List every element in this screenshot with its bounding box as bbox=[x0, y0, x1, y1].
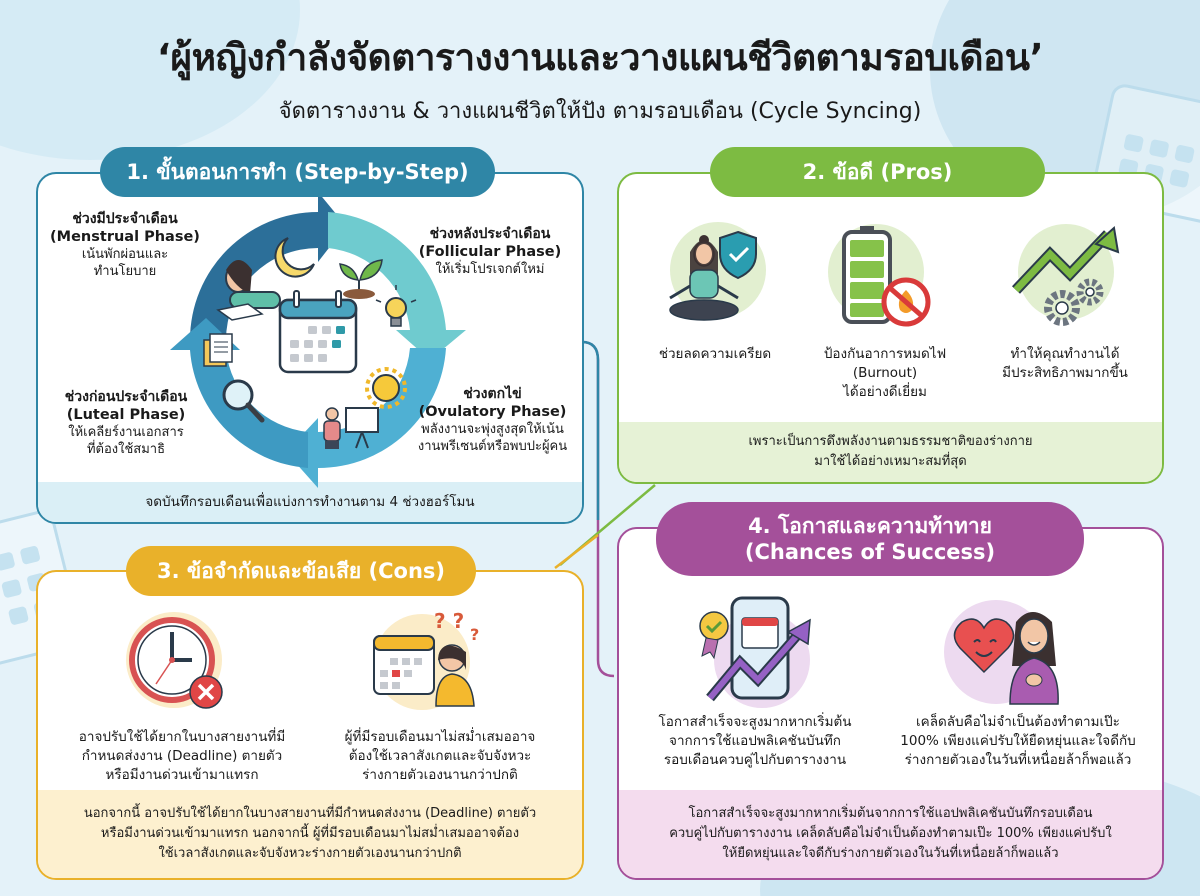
phase-ovulatory: ช่วงตกไข่ (Ovulatory Phase) พลังงานจะพุ่… bbox=[405, 385, 580, 456]
phase-name-english: (Luteal Phase) bbox=[66, 407, 186, 424]
sun-icon bbox=[365, 367, 407, 409]
chances-card: โอกาสสำเร็จจะสูงมากหากเริ่มต้นจากการใช้แ… bbox=[617, 527, 1164, 880]
page-title: ‘ผู้หญิงกำลังจัดตารางงานและวางแผนชีวิตตา… bbox=[156, 36, 1044, 79]
cons-section-title: 3. ข้อจำกัดและข้อเสีย (Cons) bbox=[126, 546, 476, 596]
resting-woman-icon: z z bbox=[216, 260, 281, 321]
cycle-diagram: z z bbox=[170, 192, 466, 488]
cons-item-text: อาจปรับใช้ได้ยากในบางสายงานที่มี bbox=[78, 729, 286, 745]
lightbulb-icon bbox=[375, 285, 417, 327]
presenter-icon bbox=[323, 407, 379, 449]
chances-footer: โอกาสสำเร็จจะสูงมากหากเริ่มต้นจากการใช้แ… bbox=[619, 790, 1162, 878]
chances-title-text: 4. โอกาสและความท้าทาย bbox=[748, 513, 992, 538]
chances-item-text: โอกาสสำเร็จจะสูงมากหากเริ่มต้น bbox=[658, 714, 852, 730]
phase-name-english: (Follicular Phase) bbox=[418, 244, 562, 261]
steps-footer: จดบันทึกรอบเดือนเพื่อแบ่งการทำงานตาม 4 ช… bbox=[38, 482, 582, 522]
sprout-icon bbox=[339, 259, 383, 299]
chances-title-text: (Chances of Success) bbox=[744, 540, 996, 564]
cons-item-text: ร่างกายตัวเองนานกว่าปกติ bbox=[362, 766, 518, 783]
cons-item-text: หรือมีงานด่วนเข้ามาแทรก bbox=[105, 766, 259, 783]
confused-calendar-icon: ? ? ? bbox=[373, 609, 479, 707]
cons-item-text: ผู้ที่มีรอบเดือนมาไม่สม่ำเสมออาจ bbox=[344, 729, 536, 745]
pros-item-productivity: ทำให้คุณทำงานได้ มีประสิทธิภาพมากขึ้น bbox=[980, 345, 1150, 383]
chances-item-text: รอบเดือนควบคู่ไปกับตารางงาน bbox=[663, 751, 847, 768]
svg-text:?: ? bbox=[470, 625, 479, 644]
pros-footer-text: มาใช้ได้อย่างเหมาะสมที่สุด bbox=[814, 454, 967, 469]
pros-footer: เพราะเป็นการดึงพลังงานตามธรรมชาติของร่าง… bbox=[619, 422, 1162, 482]
page-subtitle: จัดตารางงาน & วางแผนชีวิตให้ปัง ตามรอบเด… bbox=[278, 99, 922, 124]
moon-icon bbox=[274, 237, 315, 278]
heart-smiling-woman-icon bbox=[953, 612, 1059, 705]
phase-name-english: (Ovulatory Phase) bbox=[418, 404, 567, 421]
chances-footer-text: ควบคู่ไปกับตารางงาน เคล็ดลับคือไม่จำเป็น… bbox=[669, 825, 1112, 841]
pros-item-text: ช่วยลดความเครียด bbox=[658, 346, 772, 362]
calendar-icon bbox=[278, 290, 358, 374]
pros-item-burnout: ป้องกันอาการหมดไฟ (Burnout) ได้อย่างดีเย… bbox=[800, 345, 970, 402]
phase-description: ทำนโยบาย bbox=[93, 263, 157, 279]
chances-section-title: 4. โอกาสและความท้าทาย (Chances of Succes… bbox=[656, 502, 1084, 576]
pros-footer-text: เพราะเป็นการดึงพลังงานตามธรรมชาติของร่าง… bbox=[748, 433, 1033, 449]
phase-name-thai: ช่วงตกไข่ bbox=[463, 386, 522, 402]
chances-item-flexible: เคล็ดลับคือไม่จำเป็นต้องทำตามเป๊ะ 100% เ… bbox=[878, 713, 1158, 770]
steps-footer-text: จดบันทึกรอบเดือนเพื่อแบ่งการทำงานตาม 4 ช… bbox=[145, 493, 475, 510]
cons-item-deadline: อาจปรับใช้ได้ยากในบางสายงานที่มี กำหนดส่… bbox=[52, 728, 312, 785]
pros-item-text: ได้อย่างดีเยี่ยม bbox=[843, 383, 927, 400]
phase-description: พลังงานจะพุ่งสูงสุดให้เน้น bbox=[421, 422, 564, 438]
phase-luteal: ช่วงก่อนประจำเดือน (Luteal Phase) ให้เคล… bbox=[46, 388, 206, 459]
cons-item-irregular: ผู้ที่มีรอบเดือนมาไม่สม่ำเสมออาจ ต้องใช้… bbox=[310, 728, 570, 785]
battery-no-fire-icon bbox=[842, 226, 931, 327]
pros-title-text: 2. ข้อดี (Pros) bbox=[802, 159, 953, 184]
phase-description: งานพรีเซนต์หรือพบปะผู้คน bbox=[417, 438, 568, 454]
infographic-header: ‘ผู้หญิงกำลังจัดตารางงานและวางแผนชีวิตตา… bbox=[0, 0, 1200, 128]
documents-icon bbox=[203, 333, 233, 367]
pros-item-text: ทำให้คุณทำงานได้ bbox=[1010, 346, 1120, 362]
pros-item-stress: ช่วยลดความเครียด bbox=[630, 345, 800, 364]
pros-item-text: มีประสิทธิภาพมากขึ้น bbox=[1002, 364, 1128, 381]
chances-footer-text: ให้ยืดหยุ่นและใจดีกับร่างกายตัวเองในวันท… bbox=[722, 846, 1059, 862]
pros-item-text: ป้องกันอาการหมดไฟ bbox=[823, 346, 947, 362]
phase-description: เน้นพักผ่อนและ bbox=[81, 247, 169, 263]
cons-footer: นอกจากนี้ อาจปรับใช้ได้ยากในบางสายงานที่… bbox=[38, 790, 582, 878]
phase-description: ให้เริ่มโปรเจกต์ใหม่ bbox=[435, 262, 545, 278]
cons-card: นอกจากนี้ อาจปรับใช้ได้ยากในบางสายงานที่… bbox=[36, 570, 584, 880]
clock-cancel-icon bbox=[129, 617, 223, 709]
phase-menstrual: ช่วงมีประจำเดือน (Menstrual Phase) เน้นพ… bbox=[50, 210, 200, 281]
cons-item-text: ต้องใช้เวลาสังเกตและจับจังหวะ bbox=[348, 747, 532, 764]
chances-item-text: ร่างกายตัวเองในวันที่เหนื่อยล้าก็พอแล้ว bbox=[904, 751, 1132, 768]
cons-item-text: กำหนดส่งงาน (Deadline) ตายตัว bbox=[81, 747, 283, 764]
phone-app-growth-icon bbox=[699, 596, 811, 702]
phase-description: ที่ต้องใช้สมาธิ bbox=[86, 441, 166, 457]
magnifier-icon bbox=[222, 379, 265, 423]
cons-footer-text: ใช้เวลาสังเกตและจับจังหวะร่างกายตัวเองนา… bbox=[158, 846, 462, 862]
phase-follicular: ช่วงหลังประจำเดือน (Follicular Phase) ให… bbox=[410, 225, 570, 279]
phase-name-thai: ช่วงมีประจำเดือน bbox=[72, 211, 178, 227]
cons-footer-text: นอกจากนี้ อาจปรับใช้ได้ยากในบางสายงานที่… bbox=[83, 805, 537, 821]
meditation-shield-icon bbox=[669, 230, 757, 321]
chances-item-app: โอกาสสำเร็จจะสูงมากหากเริ่มต้น จากการใช้… bbox=[630, 713, 880, 770]
growth-gears-icon bbox=[1012, 226, 1120, 326]
phase-name-english: (Menstrual Phase) bbox=[50, 229, 200, 246]
pros-section-title: 2. ข้อดี (Pros) bbox=[710, 147, 1045, 197]
steps-title-text: 1. ขั้นตอนการทำ (Step-by-Step) bbox=[126, 159, 469, 184]
chances-footer-text: โอกาสสำเร็จจะสูงมากหากเริ่มต้นจากการใช้แ… bbox=[688, 805, 1093, 821]
phase-description: ให้เคลียร์งานเอกสาร bbox=[68, 425, 184, 441]
steps-section-title: 1. ขั้นตอนการทำ (Step-by-Step) bbox=[100, 147, 495, 197]
chances-item-text: เคล็ดลับคือไม่จำเป็นต้องทำตามเป๊ะ bbox=[916, 714, 1120, 730]
phase-name-thai: ช่วงหลังประจำเดือน bbox=[429, 226, 551, 242]
cons-title-text: 3. ข้อจำกัดและข้อเสีย (Cons) bbox=[156, 558, 446, 583]
phase-name-thai: ช่วงก่อนประจำเดือน bbox=[64, 389, 188, 405]
chances-item-text: 100% เพียงแค่ปรับให้ยืดหยุ่นและใจดีกับ bbox=[900, 732, 1136, 749]
chances-item-text: จากการใช้แอปพลิเคชันบันทึก bbox=[669, 732, 841, 749]
svg-text:? ?: ? ? bbox=[434, 609, 464, 633]
cons-footer-text: หรือมีงานด่วนเข้ามาแทรก นอกจากนี้ ผู้ที่… bbox=[100, 825, 520, 841]
svg-text:z z: z z bbox=[264, 268, 279, 281]
pros-item-text: (Burnout) bbox=[852, 364, 918, 381]
